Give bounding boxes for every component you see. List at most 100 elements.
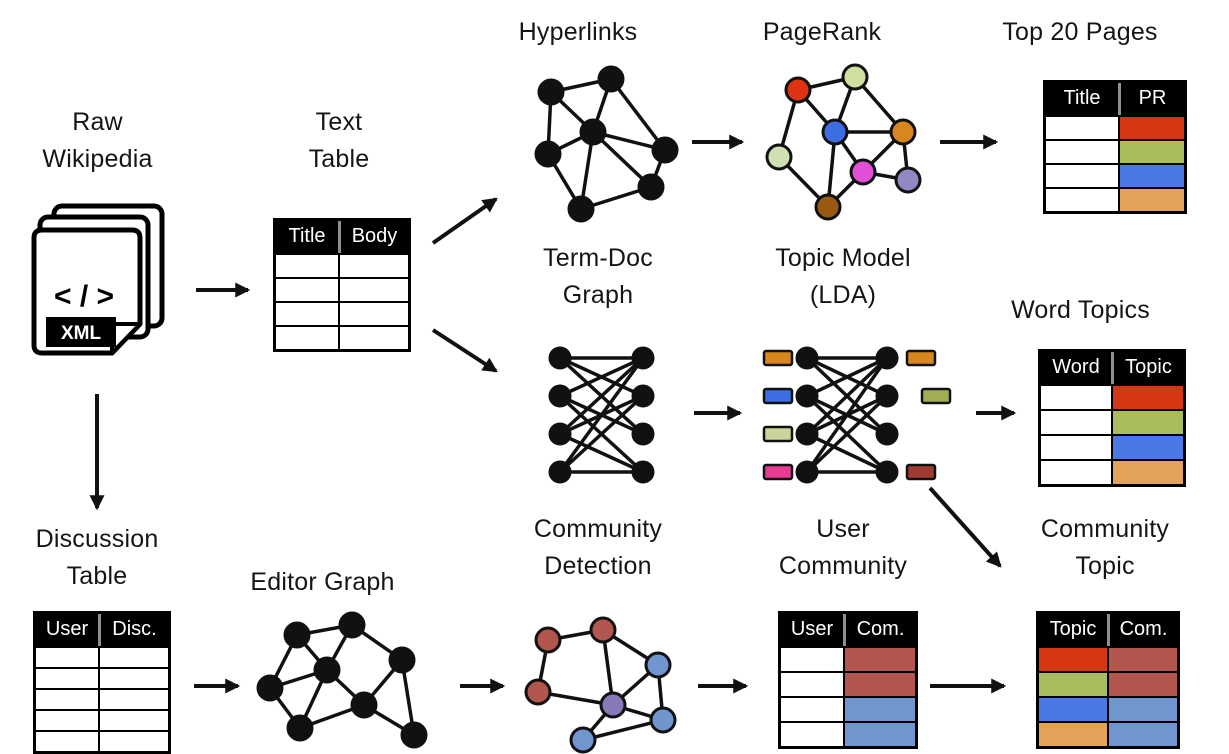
table-row (1039, 696, 1177, 721)
table-header-cell: PR (1118, 83, 1184, 115)
table-cell (843, 696, 915, 721)
graph-node (875, 384, 899, 408)
table-row (276, 277, 408, 301)
graph-node (313, 656, 341, 684)
table-cell (98, 646, 168, 667)
table-row (276, 325, 408, 349)
table-header-cell: Topic (1111, 352, 1183, 384)
table-cell (1107, 721, 1177, 746)
graph-node (894, 166, 922, 194)
table-cell (98, 688, 168, 709)
hyperlinks-graph (534, 65, 679, 223)
graph-node (889, 118, 917, 146)
graph-node (631, 422, 655, 446)
table-cell (843, 646, 915, 671)
top-20-pages-table: Title PR (1043, 80, 1187, 214)
table-row (1039, 646, 1177, 671)
table-cell (1118, 139, 1184, 163)
graph-node (631, 346, 655, 370)
graph-edge (805, 356, 889, 474)
table-row (1041, 434, 1183, 459)
table-cell (1041, 434, 1111, 459)
graph-node (256, 674, 284, 702)
graph-node (589, 616, 617, 644)
table-cell (1041, 409, 1111, 434)
table-cell (843, 721, 915, 746)
graph-node (524, 678, 552, 706)
label-user-community: User Community (778, 515, 908, 580)
label-hyperlinks: Hyperlinks (518, 18, 638, 46)
table-cell (843, 671, 915, 696)
table-cell (36, 688, 98, 709)
graph-edge (806, 432, 888, 474)
arrow-lda-to-community-topic (928, 486, 1002, 568)
graph-edge (582, 718, 664, 742)
topic-swatch (762, 349, 794, 367)
table-row (1046, 187, 1184, 211)
table-cell (1111, 459, 1183, 484)
graph-node (637, 173, 665, 201)
table-row (1039, 671, 1177, 696)
graph-node (548, 384, 572, 408)
graph-node (534, 140, 562, 168)
graph-edge (805, 394, 889, 474)
graph-node (821, 118, 849, 146)
graph-edge (805, 356, 889, 436)
graph-node (534, 626, 562, 654)
table-row (781, 721, 915, 746)
graph-edge (558, 356, 645, 436)
table-cell (1046, 139, 1118, 163)
graph-edge (559, 432, 644, 474)
table-cell (1111, 409, 1183, 434)
table-cell (36, 646, 98, 667)
table-cell (781, 721, 843, 746)
table-cell (1046, 187, 1118, 211)
xml-badge (46, 317, 116, 347)
graph-edge (559, 356, 644, 398)
table-cell (276, 253, 338, 277)
graph-node (350, 691, 378, 719)
table-cell (1041, 384, 1111, 409)
term-doc-bipartite-graph (548, 346, 655, 484)
graph-node (841, 63, 869, 91)
table-cell (1118, 187, 1184, 211)
arrow-text-table-to-hyperlinks (431, 197, 498, 245)
graph-node (567, 195, 595, 223)
arrow-text-table-to-term-doc (431, 328, 498, 373)
table-row (36, 688, 168, 709)
label-editor-graph: Editor Graph (250, 568, 395, 596)
graph-node (400, 721, 428, 749)
graph-node (283, 621, 311, 649)
table-row (781, 671, 915, 696)
pagerank-graph (765, 63, 922, 221)
community-detection-graph (524, 616, 677, 754)
graph-node (795, 422, 819, 446)
topic-swatch (762, 463, 794, 481)
table-row (36, 730, 168, 751)
table-cell (1111, 384, 1183, 409)
graph-node (548, 346, 572, 370)
table-header-cell: User (790, 618, 834, 640)
doc-code-glyph: < / > (54, 280, 114, 313)
graph-node (795, 346, 819, 370)
graph-edge (558, 356, 645, 474)
table-header-cell: Title (1063, 87, 1101, 109)
table-cell (1107, 696, 1177, 721)
table-header-cell: Body (338, 221, 408, 253)
editor-graph (256, 611, 428, 749)
table-cell (276, 301, 338, 325)
table-cell (338, 277, 408, 301)
graph-node (548, 460, 572, 484)
xml-document-icon: < / > XML (31, 203, 165, 356)
label-discussion-table: Discussion Table (35, 525, 159, 590)
table-cell (36, 709, 98, 730)
table-row (36, 709, 168, 730)
table-row (276, 301, 408, 325)
table-cell (98, 730, 168, 751)
table-cell (1046, 163, 1118, 187)
label-top-20-pages: Top 20 Pages (1002, 18, 1158, 46)
table-header-cell: Topic (1049, 618, 1097, 640)
